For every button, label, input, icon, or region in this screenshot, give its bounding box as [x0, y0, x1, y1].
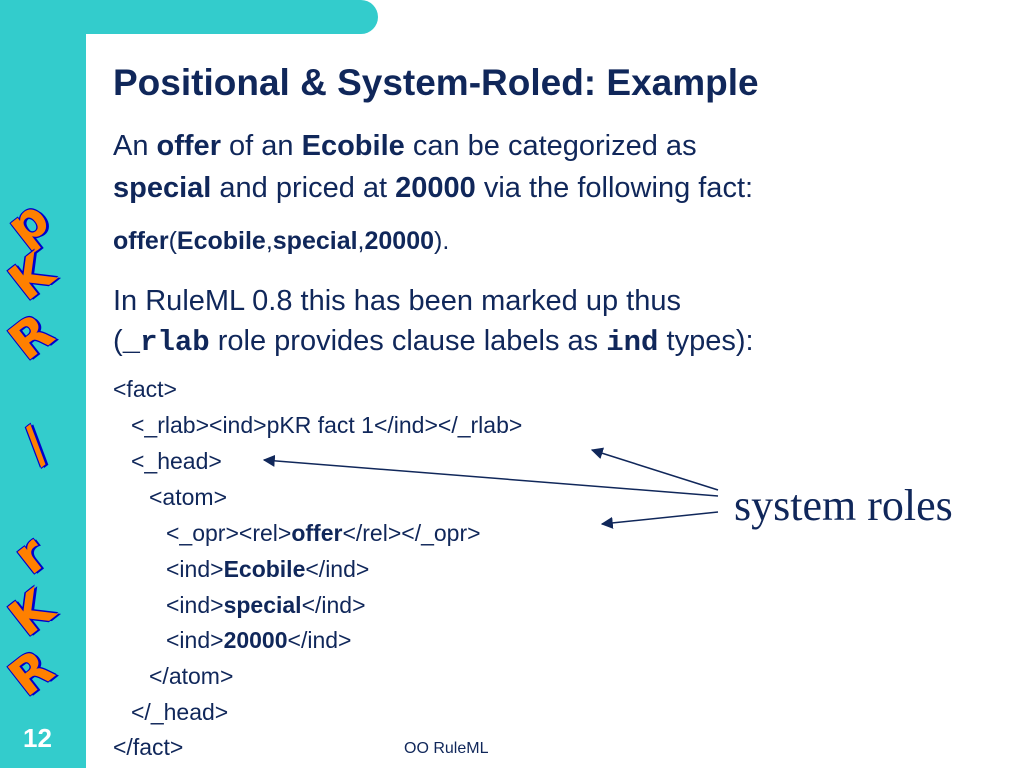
ruleml-line-1: In RuleML 0.8 this has been marked up th… [113, 285, 681, 317]
slide-title: Positional & System-Roled: Example [113, 62, 759, 103]
code-line: <ind>Ecobile</ind> [166, 556, 370, 582]
arrow-to-head [262, 454, 719, 497]
code-line: <_opr><rel>offer</rel></_opr> [166, 520, 481, 546]
top-band [0, 0, 378, 34]
code-line: <_rlab><ind>pKR fact 1</ind></_rlab> [131, 412, 523, 438]
code-line: <ind>20000</ind> [166, 627, 352, 653]
intro-line-2: special and priced at 20000 via the foll… [113, 172, 754, 204]
system-roles-annotation: system roles [734, 481, 953, 530]
ruleml-line-2: (_rlab role provides clause labels as in… [113, 325, 754, 359]
side-band [0, 0, 86, 768]
arrow-to-opr [600, 511, 719, 529]
code-line: <_head> [131, 448, 222, 474]
code-line: <fact> [113, 376, 177, 402]
code-line: </_head> [131, 699, 229, 725]
footer-label: OO RuleML [404, 740, 489, 757]
code-line: </fact> [113, 734, 184, 760]
fact-expression: offer(Ecobile,special,20000). [113, 227, 450, 255]
code-line: </atom> [149, 663, 234, 689]
arrow-to-rlab [590, 447, 719, 491]
code-line: <ind>special</ind> [166, 592, 366, 618]
code-line: <atom> [149, 484, 227, 510]
slide-number: 12 [23, 723, 52, 753]
intro-line-1: An offer of an Ecobile can be categorize… [113, 130, 697, 162]
